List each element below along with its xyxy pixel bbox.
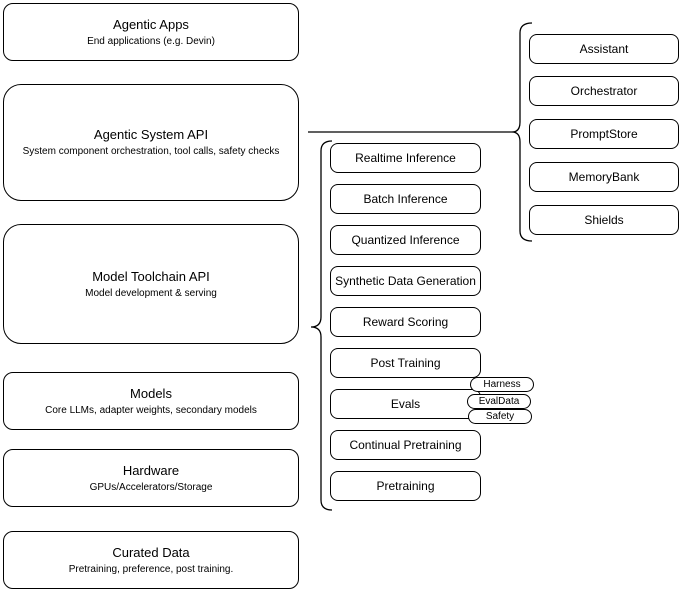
node-label: Batch Inference <box>363 192 448 206</box>
pill-label: EvalData <box>478 396 520 407</box>
node-reward-scoring: Reward Scoring <box>330 307 481 337</box>
node-label: Continual Pretraining <box>349 438 462 452</box>
node-subtitle: End applications (e.g. Devin) <box>87 35 215 47</box>
brace-toolchain-services <box>310 140 333 511</box>
node-batch-inference: Batch Inference <box>330 184 481 214</box>
node-agentic-system-api: Agentic System API System component orch… <box>3 84 299 201</box>
node-label: Quantized Inference <box>351 233 460 247</box>
node-continual-pretraining: Continual Pretraining <box>330 430 481 460</box>
node-model-toolchain-api: Model Toolchain API Model development & … <box>3 224 299 344</box>
node-label: Post Training <box>370 356 441 370</box>
node-quantized-inference: Quantized Inference <box>330 225 481 255</box>
node-label: Evals <box>390 397 421 411</box>
node-subtitle: Core LLMs, adapter weights, secondary mo… <box>45 404 257 416</box>
node-pretraining: Pretraining <box>330 471 481 501</box>
pill-label: Harness <box>483 379 521 390</box>
node-subtitle: Pretraining, preference, post training. <box>68 563 234 575</box>
node-memorybank: MemoryBank <box>529 162 679 192</box>
node-subtitle: Model development & serving <box>85 287 217 299</box>
node-label: Realtime Inference <box>355 151 456 165</box>
pill-harness: Harness <box>470 377 534 392</box>
node-orchestrator: Orchestrator <box>529 76 679 106</box>
node-hardware: Hardware GPUs/Accelerators/Storage <box>3 449 299 507</box>
node-subtitle: System component orchestration, tool cal… <box>22 146 280 157</box>
node-assistant: Assistant <box>529 34 679 64</box>
node-post-training: Post Training <box>330 348 481 378</box>
node-realtime-inference: Realtime Inference <box>330 143 481 173</box>
node-label: Assistant <box>579 42 629 56</box>
node-shields: Shields <box>529 205 679 235</box>
node-title: Curated Data <box>112 544 190 560</box>
node-synthetic-data-generation: Synthetic Data Generation <box>330 266 481 296</box>
node-curated-data: Curated Data Pretraining, preference, po… <box>3 531 299 589</box>
node-subtitle: GPUs/Accelerators/Storage <box>89 481 213 493</box>
node-label: Pretraining <box>376 479 435 493</box>
node-evals: Evals <box>330 389 481 419</box>
node-models: Models Core LLMs, adapter weights, secon… <box>3 372 299 430</box>
node-title: Model Toolchain API <box>92 268 210 284</box>
node-agentic-apps: Agentic Apps End applications (e.g. Devi… <box>3 3 299 61</box>
node-label: Shields <box>584 213 624 227</box>
pill-label: Safety <box>485 411 515 422</box>
node-label: Orchestrator <box>570 84 638 98</box>
node-title: Agentic System API <box>93 127 209 142</box>
node-label: PromptStore <box>570 127 638 141</box>
node-title: Hardware <box>122 462 180 478</box>
node-label: Synthetic Data Generation <box>335 274 476 288</box>
node-promptstore: PromptStore <box>529 119 679 149</box>
node-label: MemoryBank <box>568 170 640 184</box>
node-label: Reward Scoring <box>362 315 449 329</box>
node-title: Models <box>130 385 172 401</box>
pill-safety: Safety <box>468 409 532 424</box>
node-title: Agentic Apps <box>113 16 189 32</box>
pill-evaldata: EvalData <box>467 394 531 409</box>
